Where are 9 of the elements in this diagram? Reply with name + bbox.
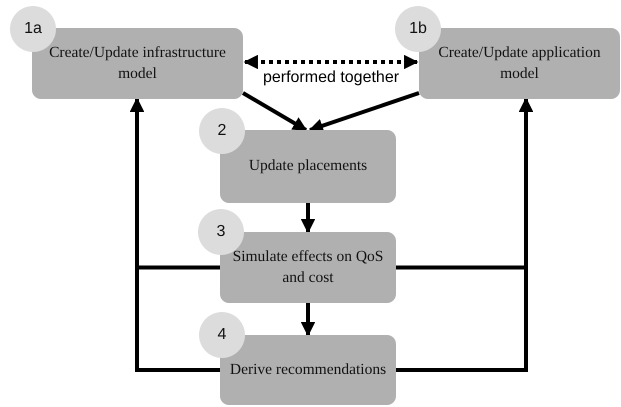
arrow [242,91,308,132]
arrow [300,203,316,234]
arrow [300,303,316,336]
step-text: Derive recommendations [230,360,386,380]
step-text: Update placements [248,156,368,176]
arrow [244,54,418,70]
arrow [308,91,420,133]
step-number: 4 [199,312,245,358]
step-number: 2 [199,108,245,154]
